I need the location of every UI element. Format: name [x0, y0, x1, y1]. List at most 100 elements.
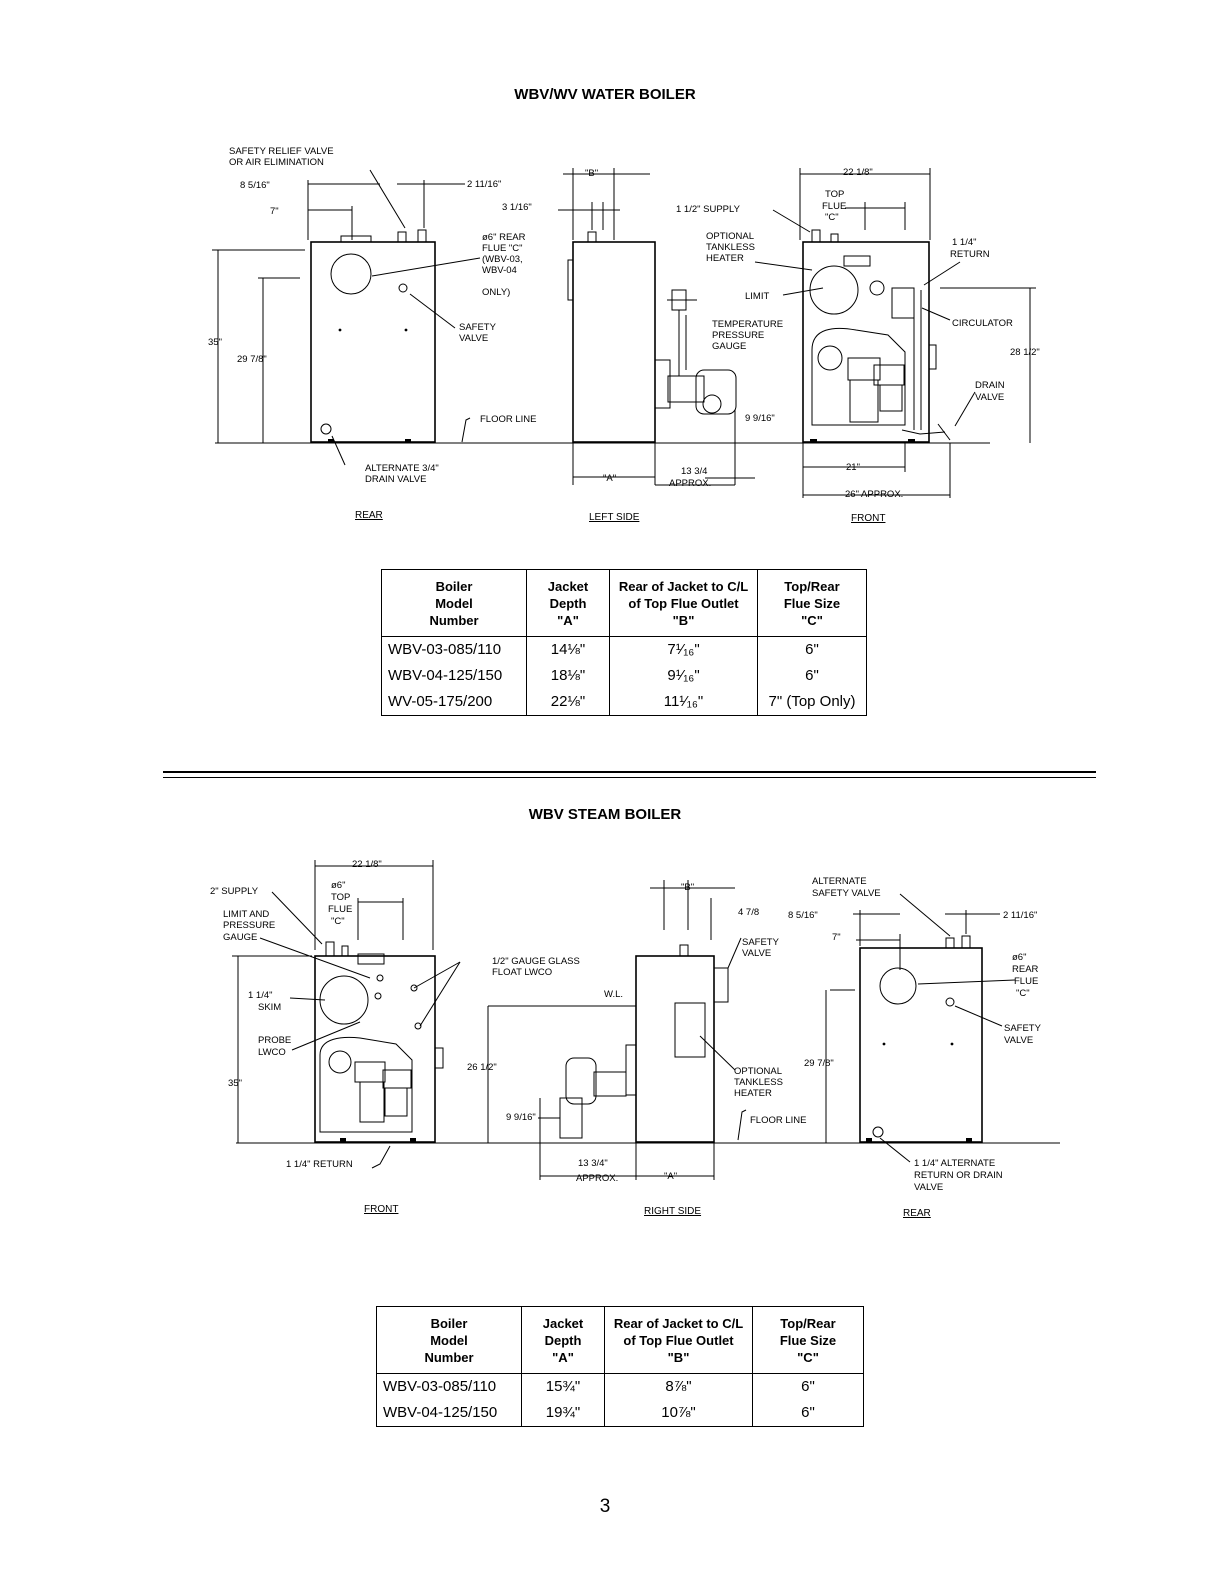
- section-divider: [163, 771, 1096, 773]
- rear-flue-circle: [330, 253, 372, 295]
- dimension-label: 7": [270, 206, 279, 217]
- dimension-label: REAR: [355, 510, 383, 521]
- dimension-label: 3 1/16": [502, 202, 532, 213]
- dimension-label: ø6": [331, 880, 345, 891]
- dimension-label: SAFETY VALVE: [812, 888, 881, 899]
- left-jacket: [572, 241, 656, 443]
- dimension-label: DRAIN: [975, 380, 1005, 391]
- dimension-label: 35": [228, 1078, 242, 1089]
- dimension-label: "C": [331, 916, 345, 927]
- dimension-label: HEATER: [734, 1088, 772, 1099]
- dimension-label: LEFT SIDE: [589, 512, 640, 523]
- circulator: [891, 287, 915, 319]
- dimension-label: "C": [1016, 988, 1030, 999]
- dimension-label: WBV-04: [482, 265, 517, 276]
- dimension-label: 26" APPROX.: [845, 489, 903, 500]
- dimension-label: TEMPERATURE: [712, 319, 783, 330]
- dimension-label: FLUE: [1014, 976, 1038, 987]
- steam-tankless-plate: [319, 975, 369, 1025]
- dimension-label: PRESSURE: [223, 920, 275, 931]
- dimension-label: VALVE: [914, 1182, 943, 1193]
- dimension-label: 1 1/4" RETURN: [286, 1159, 353, 1170]
- front-jacket: [802, 241, 930, 443]
- dimension-label: "A": [603, 473, 616, 484]
- steam-boiler-diagram: 22 1/8" 2" SUPPLY ø6" TOP FLUE "C" LIMIT…: [210, 859, 1060, 1219]
- dimension-label: 1/2" GAUGE GLASS: [492, 956, 580, 967]
- dimension-label: ONLY): [482, 287, 510, 298]
- dimension-label: 1 1/4" ALTERNATE: [914, 1158, 995, 1169]
- steam-boiler-title: WBV STEAM BOILER: [528, 806, 682, 823]
- dimension-label: 8 5/16": [788, 910, 818, 921]
- dimension-label: 1 1/4": [248, 990, 273, 1001]
- section-divider: [163, 777, 1096, 778]
- dimension-label: FLOAT LWCO: [492, 967, 552, 978]
- steam-rear-jacket: [859, 947, 983, 1143]
- dimension-label: (WBV-03,: [482, 254, 523, 265]
- dimension-label: FLUE "C": [482, 243, 523, 254]
- burner-motor: [695, 369, 737, 415]
- dimension-label: SAFETY: [1004, 1023, 1042, 1034]
- water-boiler-diagram: SAFETY RELIEF VALVE OR AIR ELIMINATION 8…: [208, 146, 1040, 524]
- dimension-label: 29 7/8": [237, 354, 267, 365]
- dimension-label: 1 1/2" SUPPLY: [676, 204, 741, 215]
- dimension-label: TOP: [825, 189, 844, 200]
- dimension-label: 2 11/16": [1003, 910, 1037, 921]
- tankless-heater-plate: [809, 265, 859, 315]
- dimension-label: 21": [846, 462, 860, 473]
- dimension-label: 29 7/8": [804, 1058, 834, 1069]
- dimension-label: PROBE: [258, 1035, 291, 1046]
- steam-rear-flue: [879, 967, 917, 1005]
- dimension-label: FLUE: [822, 201, 846, 212]
- dimension-label: "B": [585, 168, 598, 179]
- dimension-label: "C": [825, 212, 839, 223]
- dimension-label: DRAIN VALVE: [365, 474, 426, 485]
- dimension-label: "A": [664, 1171, 677, 1182]
- water-boiler-title: WBV/WV WATER BOILER: [514, 86, 696, 103]
- dimension-label: TANKLESS: [706, 242, 755, 253]
- dimension-label: APPROX.: [576, 1173, 618, 1184]
- dimension-label: 9 9/16": [506, 1112, 536, 1123]
- dimension-label: 1 1/4": [952, 237, 977, 248]
- page-number: 3: [599, 1496, 611, 1517]
- dimension-label: SAFETY: [459, 322, 497, 333]
- dimension-label: VALVE: [975, 392, 1004, 403]
- dimension-label: GAUGE: [712, 341, 746, 352]
- dimension-label: 2" SUPPLY: [210, 886, 259, 897]
- steam-burner-motor: [565, 1057, 597, 1105]
- dimension-label: 7": [832, 932, 841, 943]
- dimension-label: 22 1/8": [352, 859, 382, 870]
- dimension-label: FLOOR LINE: [750, 1115, 807, 1126]
- dimension-label: LIMIT AND: [223, 909, 269, 920]
- dimension-label: FLOOR LINE: [480, 414, 537, 425]
- dimension-label: PRESSURE: [712, 330, 764, 341]
- dimension-label: ø6": [1012, 952, 1026, 963]
- dimension-label: VALVE: [459, 333, 488, 344]
- tankless-heater-panel: [674, 1002, 706, 1058]
- dimension-label: 4 7/8: [738, 907, 759, 918]
- dimension-label: OPTIONAL: [706, 231, 754, 242]
- dimension-label: OPTIONAL: [734, 1066, 782, 1077]
- dimension-label: VALVE: [742, 948, 771, 959]
- dimension-label: OR AIR ELIMINATION: [229, 157, 324, 168]
- dimension-label: REAR: [1012, 964, 1039, 975]
- dimension-label: TOP: [331, 892, 350, 903]
- dimension-label: APPROX.: [669, 478, 711, 489]
- dimension-label: CIRCULATOR: [952, 318, 1013, 329]
- steam-front-jacket: [314, 955, 436, 1143]
- dimension-label: TANKLESS: [734, 1077, 783, 1088]
- dimension-label: ALTERNATE: [812, 876, 867, 887]
- dimension-label: FRONT: [851, 513, 885, 524]
- dimension-label: SKIM: [258, 1002, 281, 1013]
- dimension-label: RETURN: [950, 249, 990, 260]
